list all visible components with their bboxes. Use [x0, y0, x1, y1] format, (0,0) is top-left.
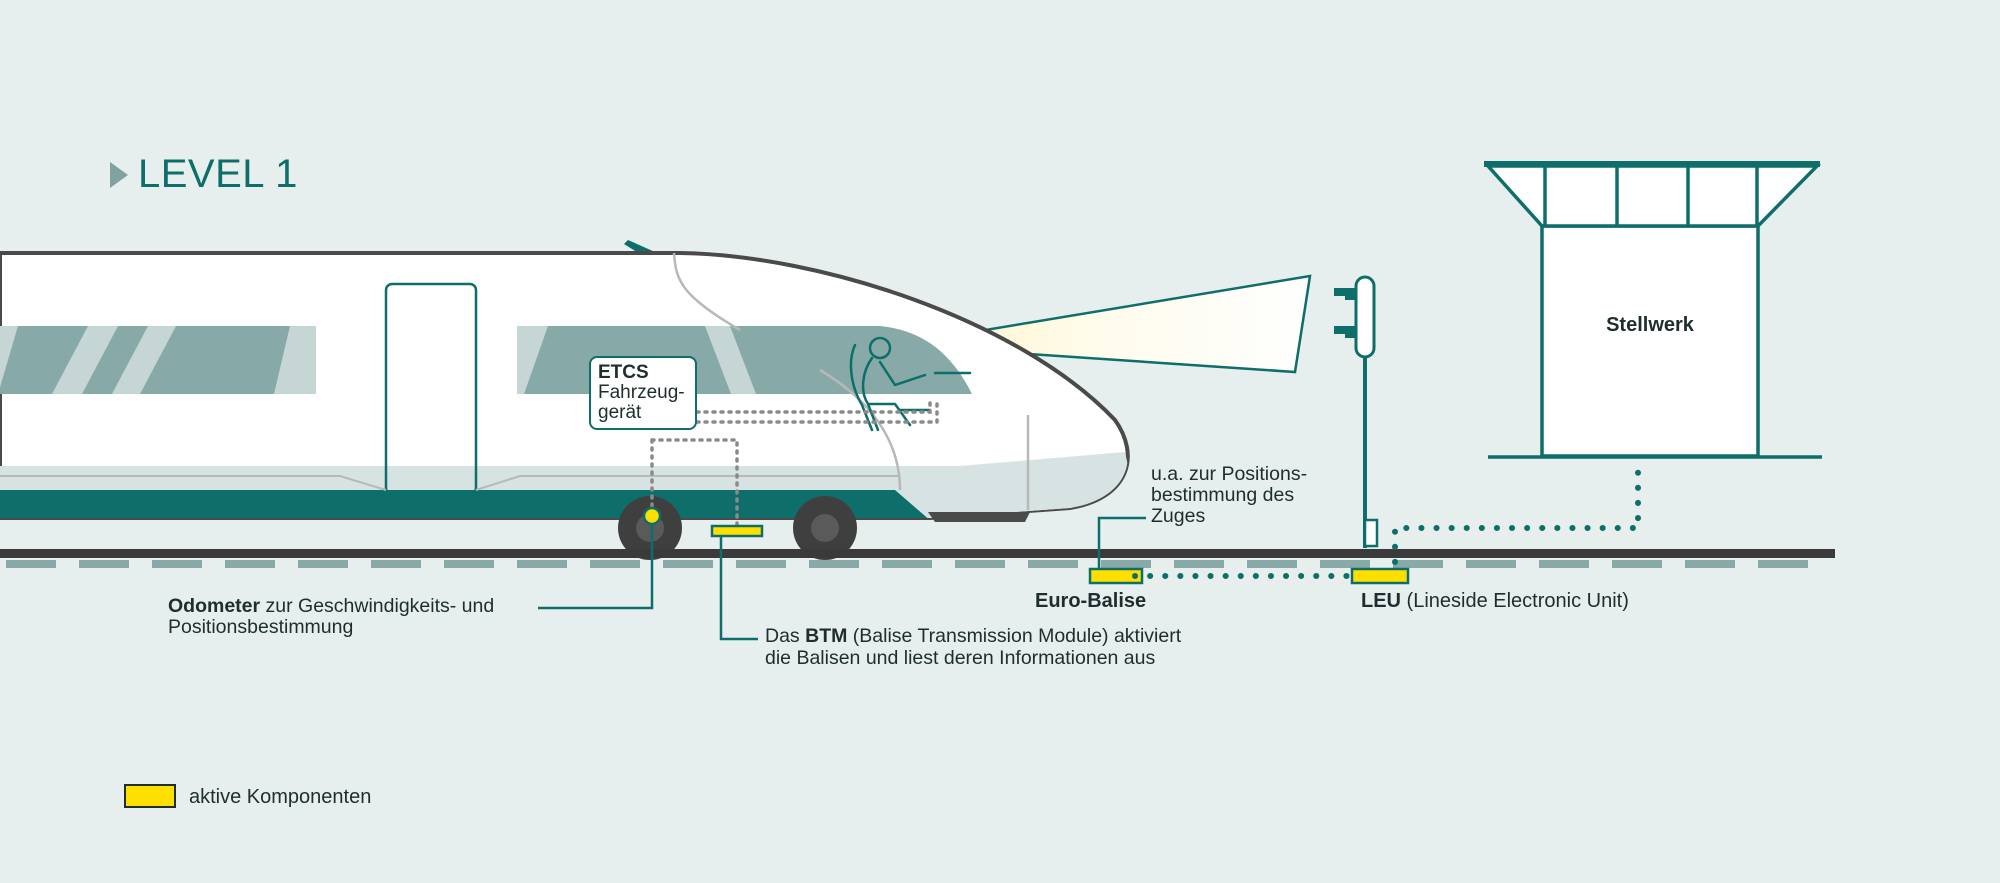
etcs-line3: gerät: [598, 402, 642, 423]
track-sleeper: [1247, 560, 1297, 568]
track-sleeper: [1612, 560, 1662, 568]
euro-balise-label: Euro-Balise: [1035, 590, 1147, 612]
btm-module: [710, 524, 764, 538]
track-sleeper: [1028, 560, 1078, 568]
level-arrow-icon: [110, 162, 128, 188]
window-band-front: [517, 326, 972, 394]
roof-nub: [624, 240, 655, 254]
window-band-left: [0, 326, 316, 394]
track-sleeper: [298, 560, 348, 568]
track-sleeper: [882, 560, 932, 568]
track-sleeper: [1466, 560, 1516, 568]
stellwerk-tower: [1484, 161, 1822, 459]
track-sleeper: [1685, 560, 1735, 568]
track-sleeper: [1393, 560, 1443, 568]
legend-label: aktive Komponenten: [189, 786, 372, 808]
trackside-links: [1132, 459, 1641, 579]
teal-skirt: [0, 490, 932, 518]
etcs-connections: [650, 396, 939, 530]
train-door: [384, 282, 478, 496]
driver-figure: [849, 336, 972, 432]
leu-label: LEU (Lineside Electronic Unit): [1361, 590, 1629, 612]
position-label: u.a. zur Positions- bestimmung des Zuges: [1151, 463, 1308, 527]
track-sleeper: [1539, 560, 1589, 568]
track-sleeper: [444, 560, 494, 568]
leu-box: [1350, 567, 1410, 585]
track: [0, 549, 1835, 568]
etcs-onboard-unit: ETCS Fahrzeug- gerät: [589, 356, 697, 430]
track-sleeper: [809, 560, 859, 568]
track-sleeper: [1101, 560, 1151, 568]
track-sleeper: [6, 560, 56, 568]
track-sleeper: [736, 560, 786, 568]
track-sleeper: [1758, 560, 1808, 568]
track-sleeper: [79, 560, 129, 568]
legend-swatch: [124, 784, 176, 808]
odometer-dot: [642, 506, 662, 526]
track-sleeper: [663, 560, 713, 568]
signal-mast: [1334, 275, 1379, 548]
cab-line: [672, 252, 741, 332]
level-title: LEVEL 1: [138, 152, 298, 196]
odometer-label: Odometer zur Geschwindigkeits- und Posit…: [168, 595, 495, 638]
track-sleeper: [225, 560, 275, 568]
euro-balise: [1088, 567, 1144, 585]
track-sleeper: [517, 560, 567, 568]
wheels: [618, 496, 857, 560]
stellwerk-label: Stellwerk: [1606, 314, 1694, 336]
track-sleeper: [955, 560, 1005, 568]
track-sleeper: [371, 560, 421, 568]
track-sleeper: [152, 560, 202, 568]
track-sleeper: [1320, 560, 1370, 568]
track-sleeper: [590, 560, 640, 568]
btm-label: Das BTM (Balise Transmission Module) akt…: [765, 625, 1182, 669]
track-sleeper: [1174, 560, 1224, 568]
etcs-line2: Fahrzeug-: [598, 382, 685, 403]
etcs-label: ETCS: [598, 362, 649, 383]
leader-lines: [538, 516, 1146, 641]
